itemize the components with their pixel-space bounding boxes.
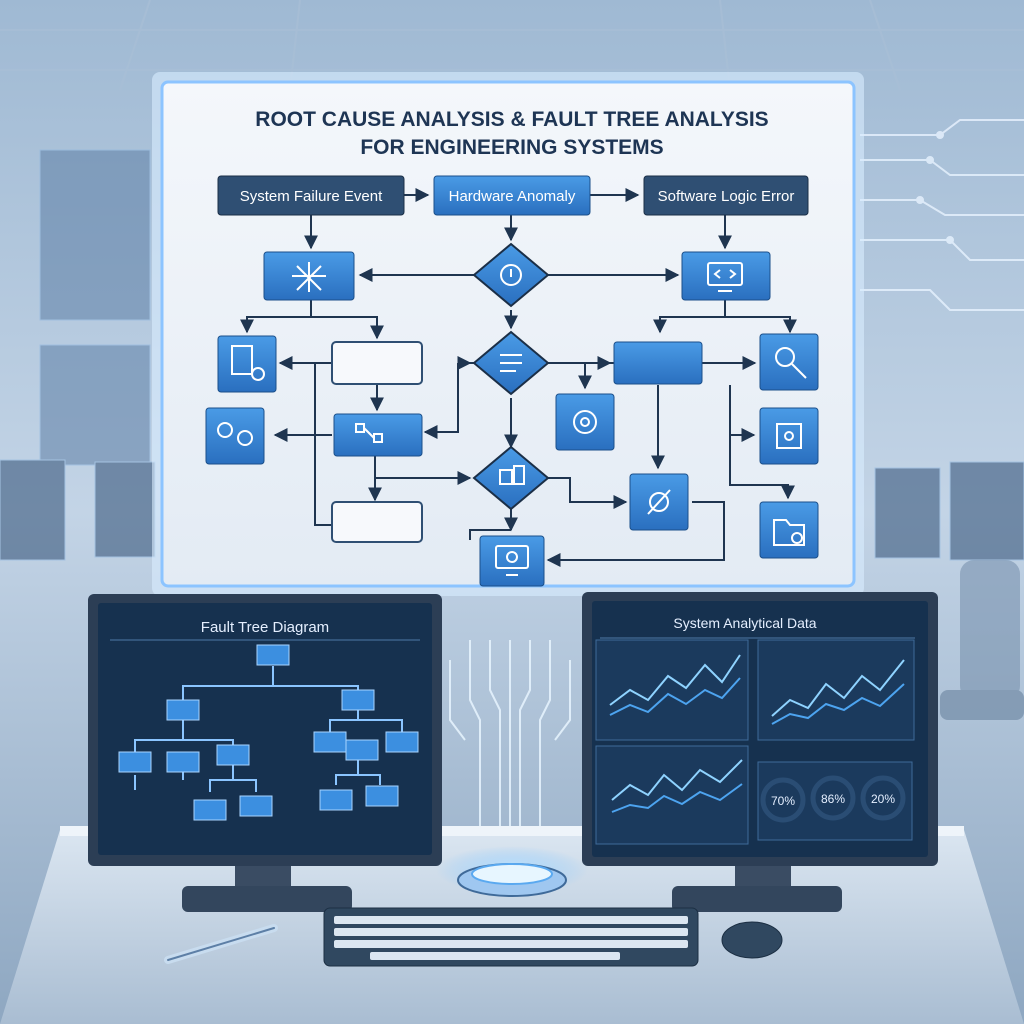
keyboard[interactable] — [323, 907, 699, 967]
chart-line-1b — [609, 677, 741, 716]
node-settings-gear[interactable] — [555, 393, 615, 451]
node-empty-a[interactable] — [331, 341, 423, 385]
diagram-connectors — [240, 188, 797, 567]
gauge-value-2: 86% — [821, 792, 845, 806]
node-folder-search[interactable] — [759, 501, 819, 559]
gear-icon — [573, 410, 597, 434]
wrench-icon — [775, 347, 807, 379]
chart-line-1a — [609, 654, 741, 706]
stylus-pen[interactable] — [164, 924, 278, 964]
chart-panel-2 — [757, 639, 915, 741]
network-icon — [292, 262, 326, 292]
left-monitor-title: Fault Tree Diagram — [201, 619, 329, 636]
node-empty-b[interactable] — [331, 501, 423, 543]
node-chip[interactable] — [759, 407, 819, 465]
fault-tree-nodes — [118, 644, 419, 821]
hologram-circuit — [449, 640, 571, 860]
node-process-blank[interactable] — [613, 341, 703, 385]
ceiling-grid — [0, 0, 1024, 91]
node-code-monitor[interactable] — [681, 251, 771, 301]
left-monitor-base — [182, 886, 352, 912]
gauge-panel: 70% 86% 20% — [757, 761, 913, 841]
desk-edge — [60, 826, 964, 836]
gauge-value-1: 70% — [771, 794, 795, 808]
document-gear-icon — [231, 345, 265, 381]
chart-line-2a — [771, 659, 905, 717]
node-label-software-logic-error: Software Logic Error — [658, 188, 795, 205]
gears-icon — [217, 422, 253, 446]
node-hardware-anomaly[interactable] — [433, 175, 591, 216]
chart-line-2b — [771, 683, 905, 725]
chart-panel-3 — [595, 745, 749, 845]
background-right-panels — [874, 461, 1024, 561]
node-label-system-failure-event: System Failure Event — [240, 188, 383, 205]
projector-lens — [471, 863, 553, 885]
board-title-line1: ROOT CAUSE ANALYSIS & FAULT TREE ANALYSI… — [255, 108, 768, 131]
keyboard-keys — [334, 916, 688, 960]
right-monitor-base — [672, 886, 842, 912]
gauge-ring-2 — [810, 775, 856, 821]
office-chair — [940, 560, 1024, 720]
alert-clock-icon — [500, 264, 522, 286]
node-document-settings[interactable] — [217, 335, 277, 393]
repair-icon — [647, 489, 671, 515]
chart-line-3b — [611, 783, 743, 813]
circuit-traces-right — [860, 119, 1024, 311]
node-inspect-tool[interactable] — [759, 333, 819, 391]
node-software-logic-error[interactable] — [643, 175, 809, 216]
left-monitor-screen — [98, 603, 432, 855]
node-system-failure-event[interactable] — [217, 175, 405, 216]
gauge-value-3: 20% — [871, 792, 895, 806]
chart-line-3a — [611, 759, 743, 801]
gauge-ring-3 — [860, 775, 906, 821]
right-monitor-title: System Analytical Data — [673, 615, 816, 631]
node-gears[interactable] — [205, 407, 265, 465]
chip-icon — [776, 423, 802, 449]
flowchart-icon — [355, 423, 383, 443]
node-label-hardware-anomaly: Hardware Anomaly — [449, 188, 576, 205]
code-icon — [707, 262, 743, 292]
checklist-icon — [500, 354, 522, 372]
monitor-gear-icon — [495, 545, 529, 576]
board-title-line2: FOR ENGINEERING SYSTEMS — [360, 136, 663, 159]
database-icon — [499, 465, 525, 485]
mouse[interactable] — [721, 921, 783, 959]
gauge-ring-1 — [760, 777, 806, 823]
folder-search-icon — [773, 519, 805, 546]
chart-panel-1 — [595, 639, 749, 741]
background-left-panels — [0, 149, 156, 561]
